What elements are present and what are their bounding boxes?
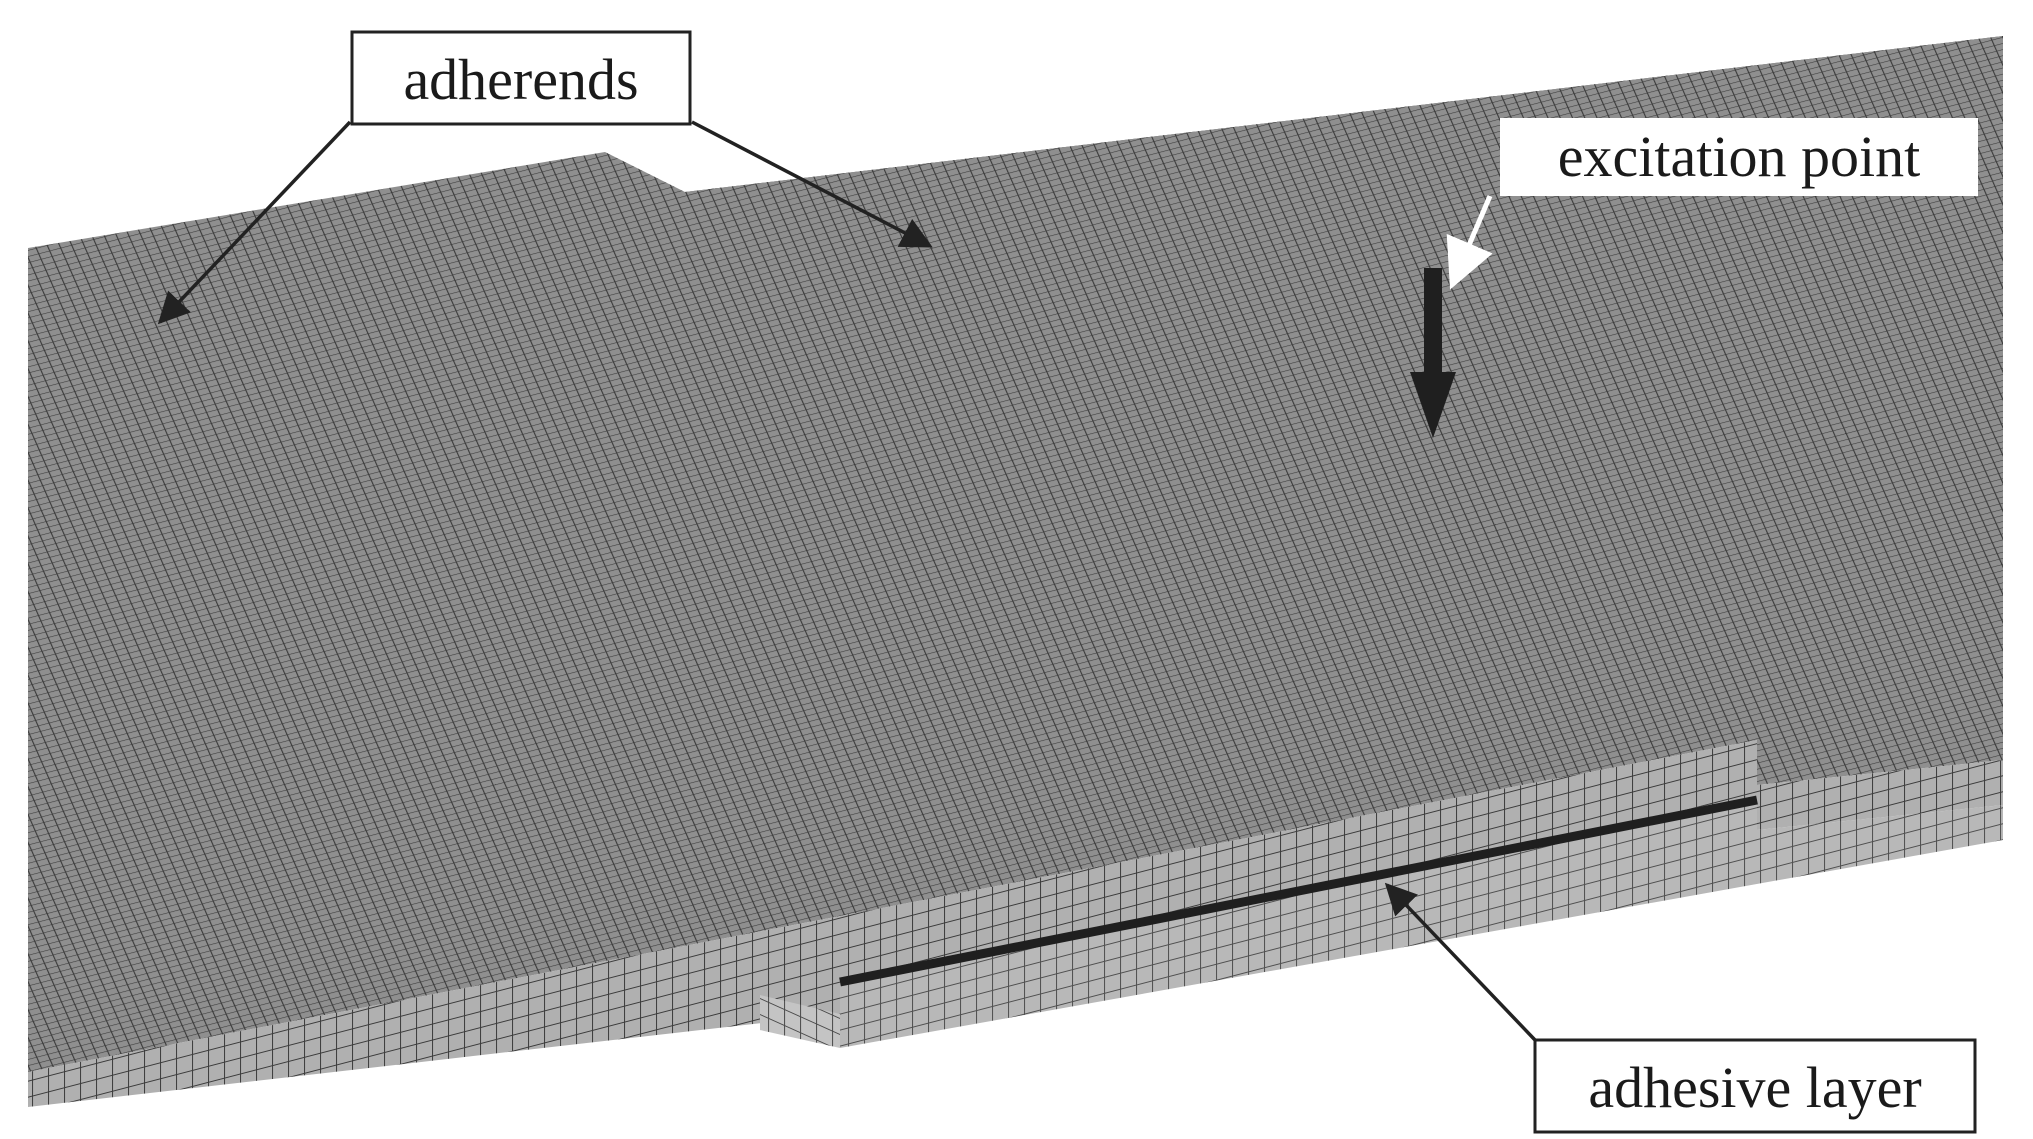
lower-adherend-side <box>840 800 2003 1048</box>
left-adherend-right-top <box>685 36 2003 760</box>
adhesive-callout: adhesive layer <box>1533 1038 1977 1134</box>
adherends-label: adherends <box>403 47 638 112</box>
adherends-leader-left <box>157 120 352 325</box>
excitation-arrow <box>1410 268 1456 438</box>
excitation-callout: excitation point <box>1500 118 1978 196</box>
adherends-leader-right <box>691 120 933 248</box>
excitation-leader <box>1446 195 1493 290</box>
adhesive-leader <box>1384 882 1537 1042</box>
excitation-point-label: excitation point <box>1558 124 1920 189</box>
overlap-side-face <box>28 740 1757 1107</box>
adherends-callout: adherends <box>350 30 692 126</box>
left-adherend <box>28 36 2003 1107</box>
right-adherend-side <box>1757 760 2003 830</box>
adhesive-layer-line <box>839 795 1758 987</box>
lower-adherend-end-face <box>760 995 840 1048</box>
adhesive-layer-label: adhesive layer <box>1588 1055 1921 1120</box>
